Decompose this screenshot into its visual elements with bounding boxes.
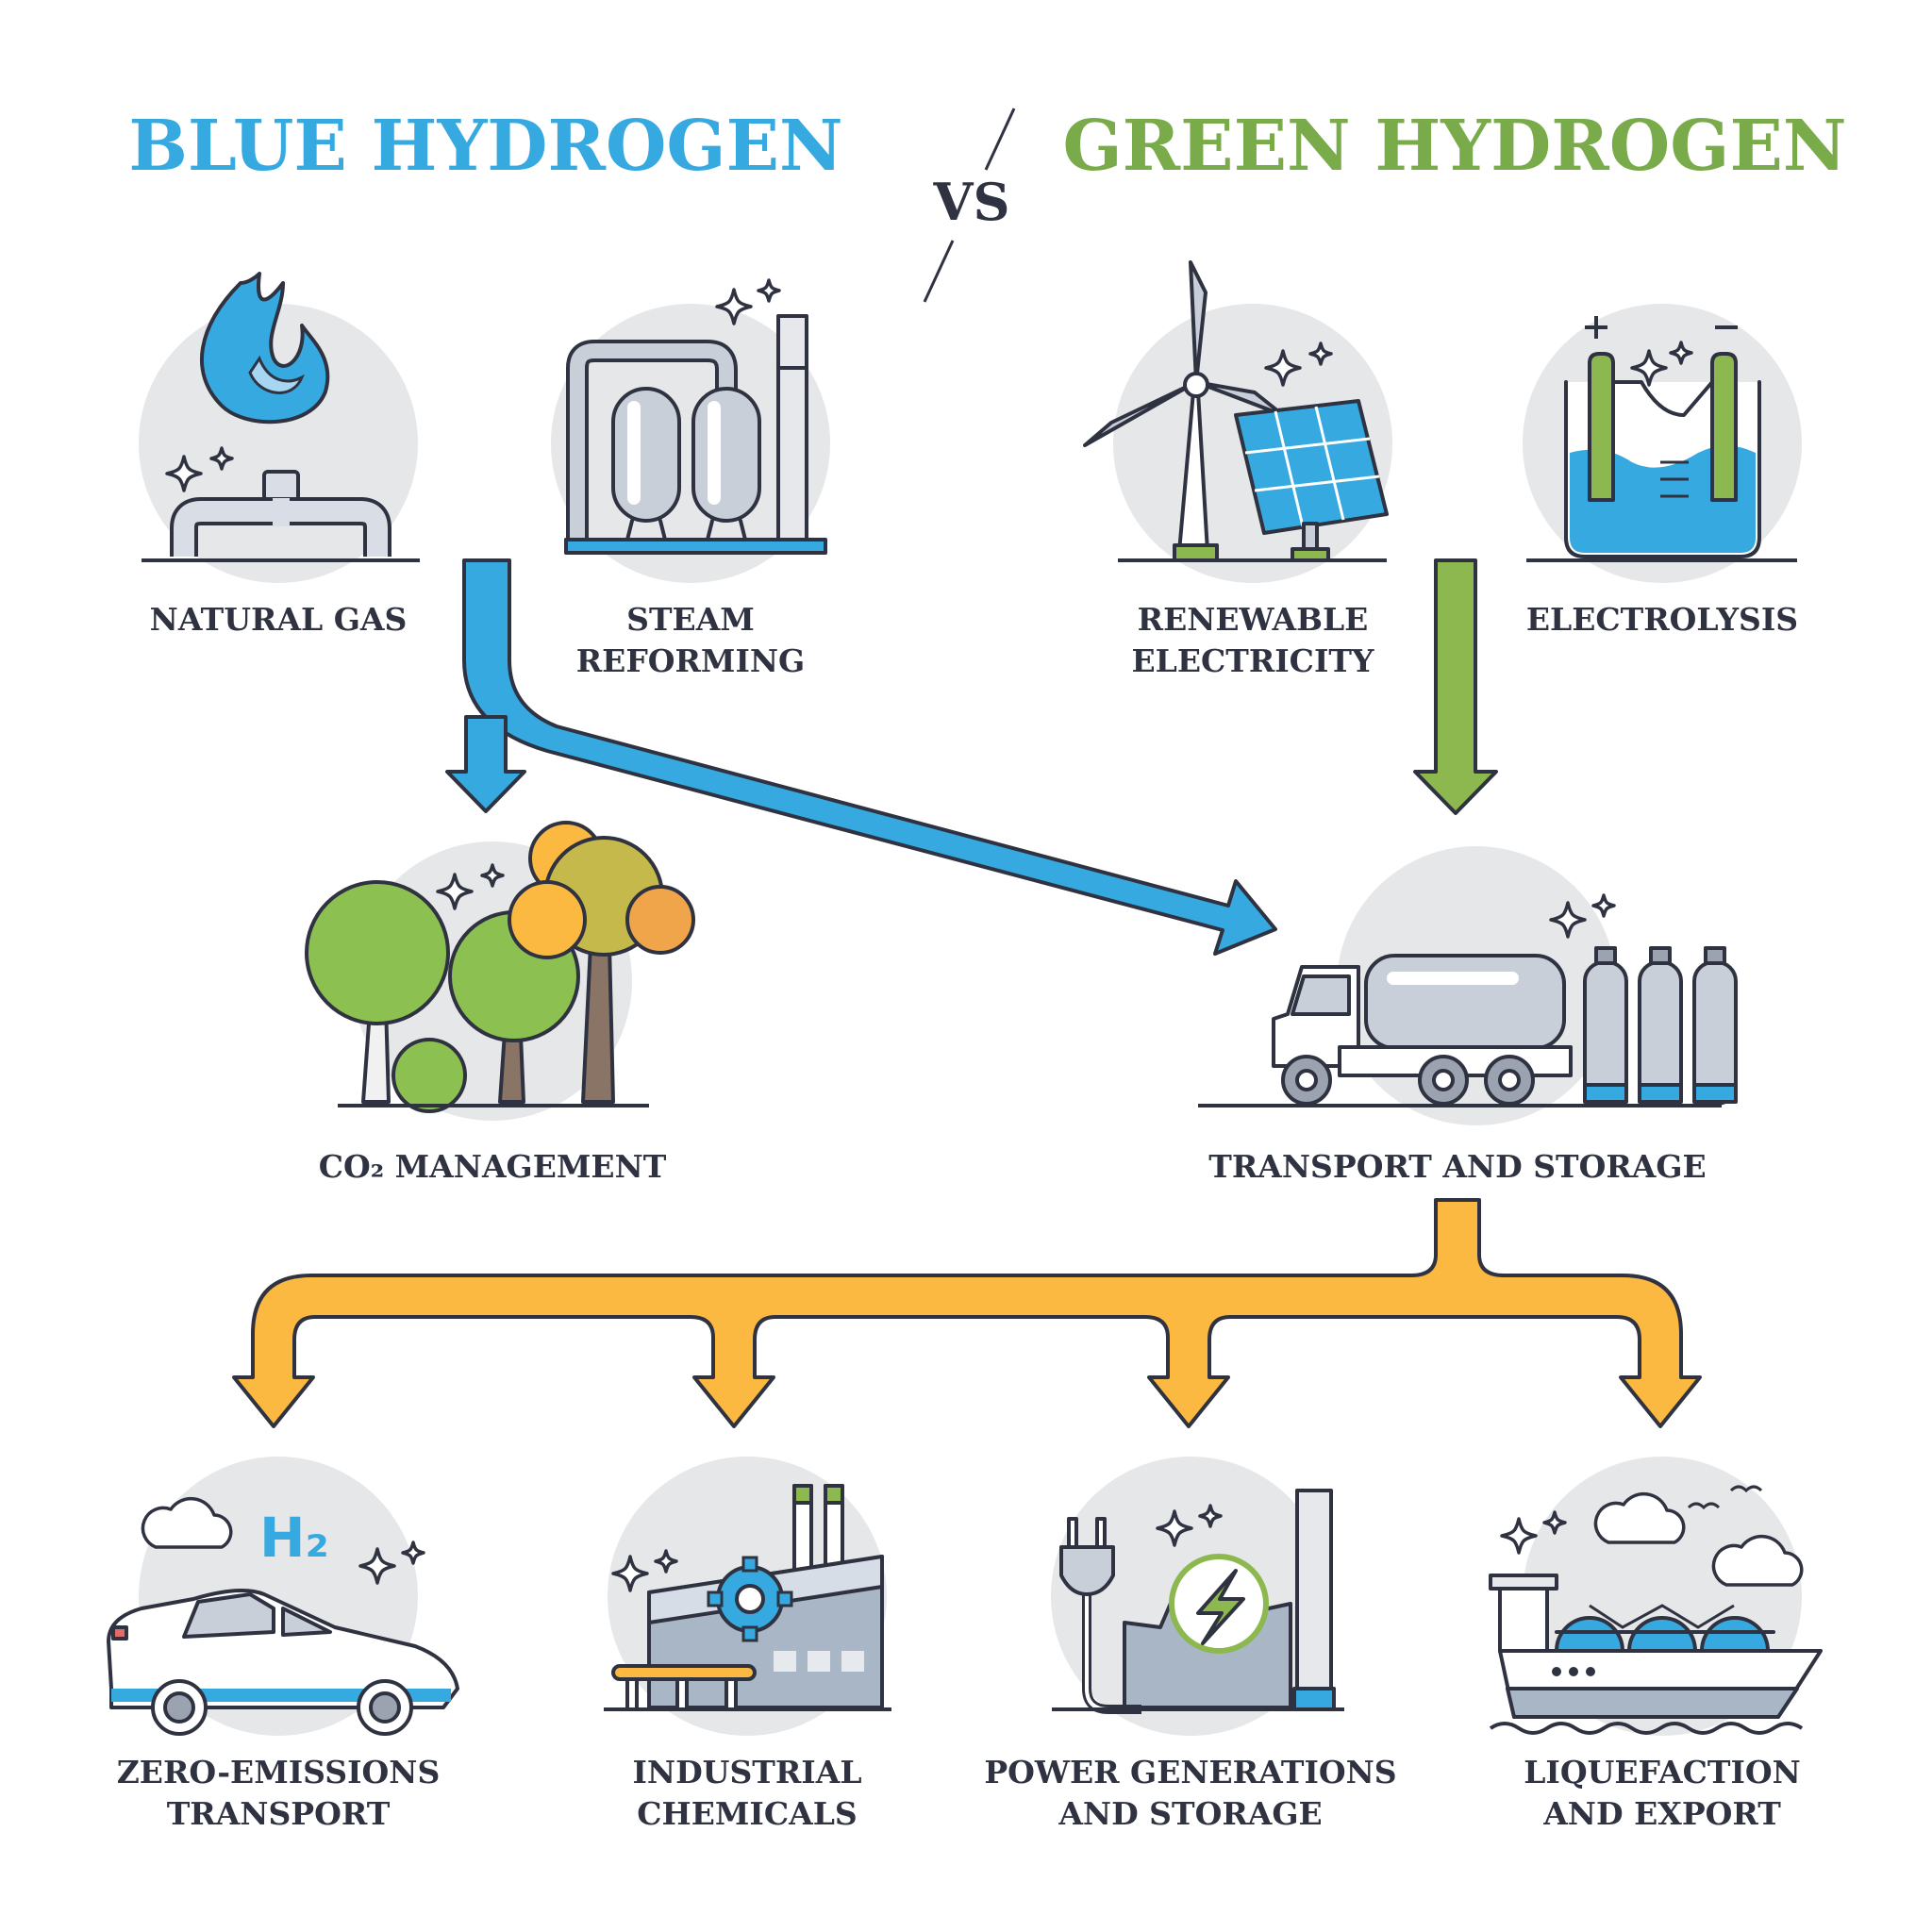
yellow-arrows	[232, 1198, 1702, 1428]
blue-hydrogen-title: BLUE HYDROGEN	[128, 106, 842, 187]
zero-emissions-label-1: ZERO-EMISSIONS	[117, 1754, 441, 1790]
transport-storage-label: TRANSPORT AND STORAGE	[1208, 1148, 1706, 1185]
lng-ship-icon	[1489, 1457, 1823, 1736]
car-h2-icon: H₂	[107, 1457, 459, 1736]
electrolysis-tank-icon	[1523, 304, 1802, 583]
wind-solar-icon	[1083, 260, 1392, 583]
industrial-chemicals-label-1: INDUSTRIAL	[632, 1754, 861, 1790]
h2-badge: H₂	[259, 1506, 329, 1570]
factory-gear-icon	[604, 1457, 891, 1736]
zero-emissions-label-2: TRANSPORT	[167, 1795, 391, 1832]
power-generations-label-2: AND STORAGE	[1058, 1795, 1322, 1832]
green-hydrogen-title: GREEN HYDROGEN	[1062, 106, 1846, 187]
renewable-electricity-label-1: RENEWABLE	[1138, 601, 1369, 638]
industrial-chemicals-label-2: CHEMICALS	[637, 1795, 857, 1832]
green-arrow	[1413, 558, 1498, 815]
vs-slash-top	[984, 108, 1016, 171]
liquefaction-export-label-1: LIQUEFACTION	[1524, 1754, 1801, 1790]
blue-arrows	[445, 558, 1277, 956]
co2-management-label: CO₂ MANAGEMENT	[319, 1148, 667, 1185]
truck-tanks-icon	[1198, 846, 1738, 1125]
trees-icon	[305, 821, 695, 1121]
power-generations-label-1: POWER GENERATIONS	[984, 1754, 1396, 1790]
vs-slash-bottom	[923, 240, 955, 303]
liquefaction-export-label-2: AND EXPORT	[1542, 1795, 1781, 1832]
natural-gas-label: NATURAL GAS	[150, 601, 408, 638]
steam-reformer-icon	[551, 278, 830, 583]
electrolysis-label: ELECTROLYSIS	[1526, 601, 1798, 638]
natural-gas-icon	[139, 272, 420, 583]
steam-reforming-label-1: STEAM	[626, 601, 755, 638]
vs-label: VS	[933, 172, 1010, 232]
power-plug-icon	[1051, 1457, 1344, 1736]
renewable-electricity-label-2: ELECTRICITY	[1131, 642, 1374, 679]
steam-reforming-label-2: REFORMING	[576, 642, 806, 679]
